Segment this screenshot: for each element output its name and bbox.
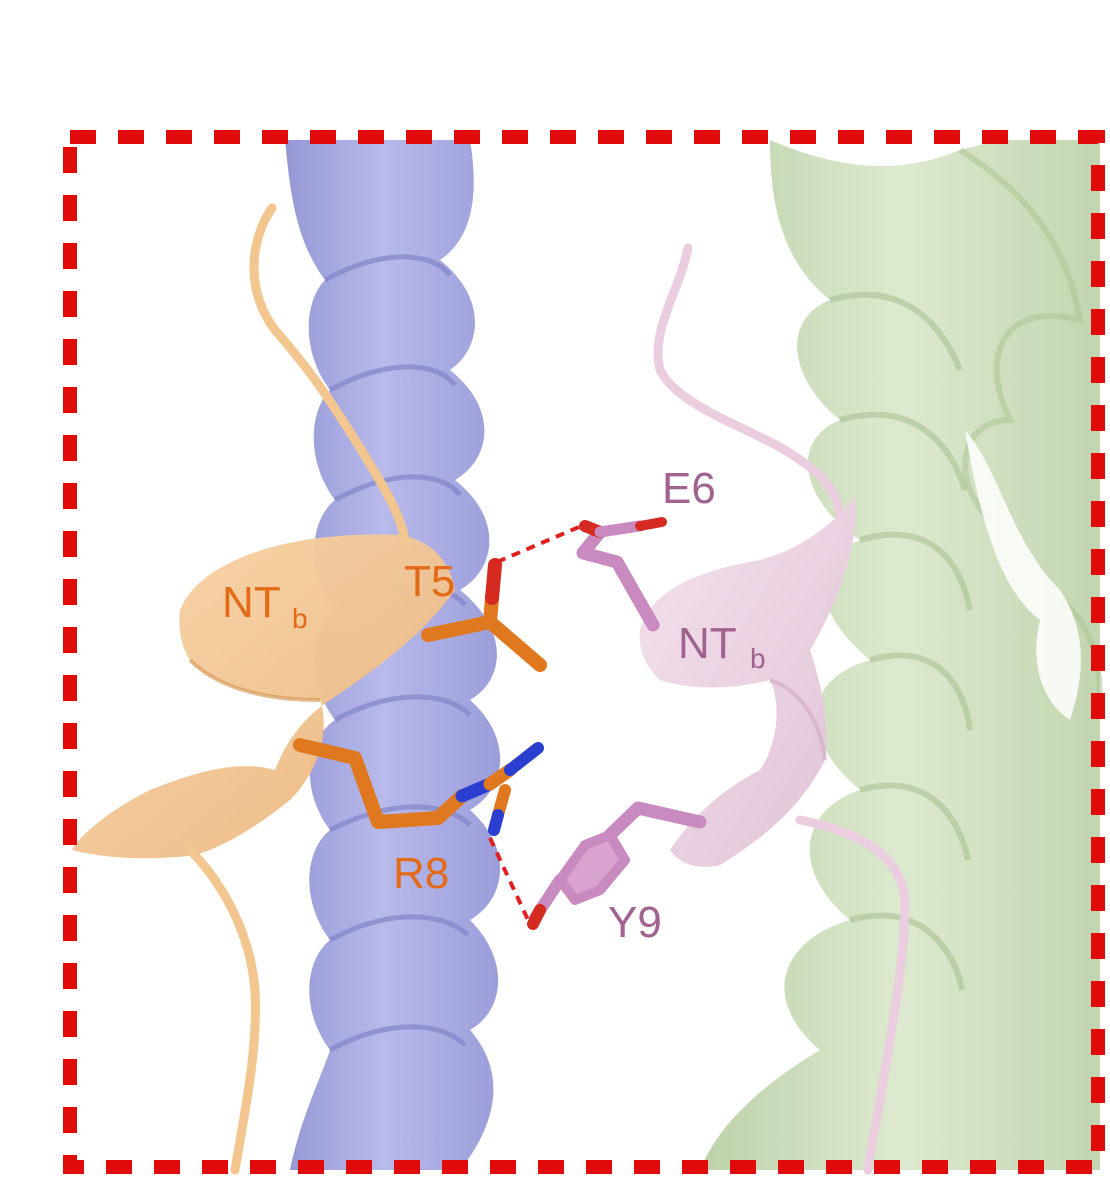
label-t5: T5 [404,557,455,606]
t5-stick [421,558,547,672]
blue-helix [285,140,501,1170]
residue-labels: T5 NT b R8 E6 NT b Y9 [222,464,766,947]
hydrogen-bonds [488,522,587,921]
label-ntb-left: NT [222,578,281,627]
hbond-t5-e6 [496,522,587,564]
label-ntb-right: NT [678,619,737,668]
r8-stick [293,738,544,836]
label-ntb-left-sub: b [292,603,308,634]
y9-stick [527,801,707,930]
label-e6: E6 [662,464,716,513]
green-helix-bundle [700,140,1103,1170]
e6-stick [576,517,667,632]
label-y9: Y9 [608,898,662,947]
orange-ntb-ribbon [72,203,455,1175]
label-r8: R8 [393,849,449,898]
dashed-frame [63,130,1105,1174]
label-ntb-right-sub: b [750,643,766,674]
pink-ntb-ribbon [639,243,910,1175]
